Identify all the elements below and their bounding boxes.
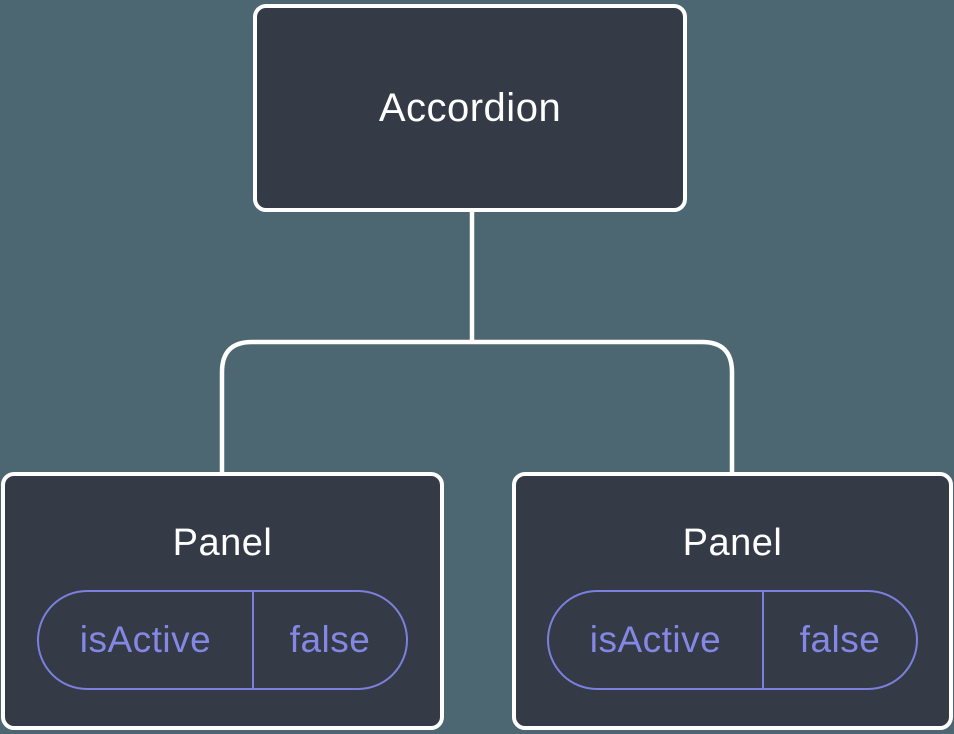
node-accordion: Accordion xyxy=(253,4,687,212)
node-accordion-label: Accordion xyxy=(378,85,562,130)
node-panel-left: Panel isActive false xyxy=(1,472,444,730)
state-value: false xyxy=(252,592,406,688)
state-pill-left: isActive false xyxy=(37,590,408,690)
state-pill-right: isActive false xyxy=(547,590,918,690)
state-key: isActive xyxy=(589,619,722,660)
node-panel-left-label: Panel xyxy=(172,522,273,564)
connector-branch-line xyxy=(219,339,735,476)
node-panel-right: Panel isActive false xyxy=(512,472,953,730)
state-value: false xyxy=(762,592,916,688)
state-key: isActive xyxy=(79,619,212,660)
node-panel-right-label: Panel xyxy=(682,522,783,564)
